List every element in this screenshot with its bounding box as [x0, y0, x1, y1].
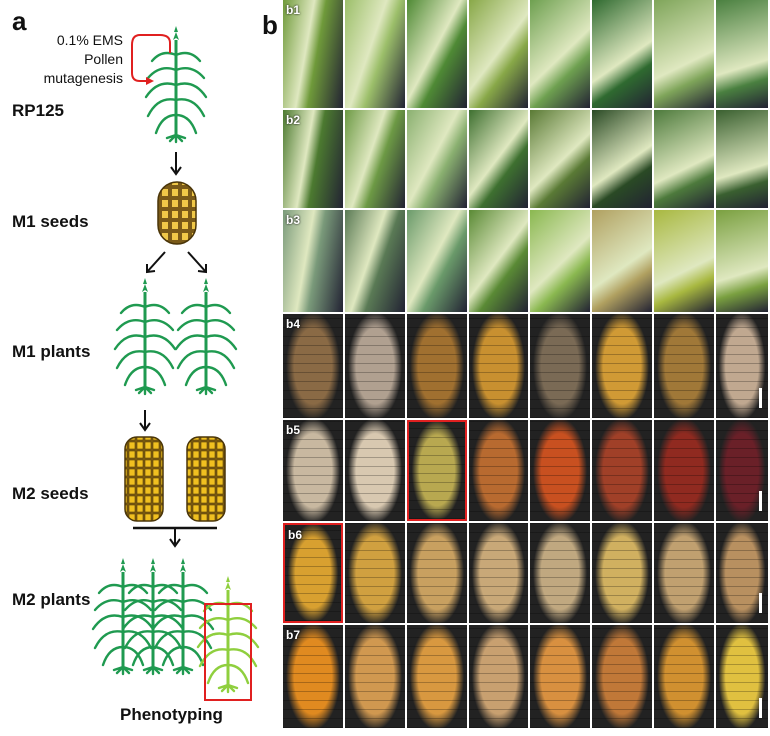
leaf-phenotype-photo	[716, 110, 768, 208]
row-label: b2	[286, 113, 301, 127]
leaf-phenotype-photo	[345, 0, 405, 108]
ear-phenotype-photo: b4	[283, 314, 343, 418]
ear-phenotype-photo	[345, 625, 405, 728]
ear-phenotype-photo	[716, 420, 768, 521]
m1-plant-icon	[174, 276, 238, 396]
m1-seed-icon	[157, 181, 197, 245]
ear-phenotype-photo	[407, 420, 467, 521]
ear-phenotype-photo	[469, 420, 528, 521]
leaf-phenotype-photo: b2	[283, 110, 343, 208]
leaf-phenotype-photo	[407, 110, 467, 208]
ear-phenotype-photo	[654, 420, 714, 521]
leaf-phenotype-photo	[592, 110, 652, 208]
scale-bar	[759, 491, 762, 511]
ear-phenotype-photo	[716, 314, 768, 418]
mutagenesis-arrow-icon	[131, 34, 148, 82]
row-label: b1	[286, 3, 301, 17]
phenotyping-label: Phenotyping	[120, 705, 223, 724]
leaf-phenotype-photo	[716, 0, 768, 108]
leaf-phenotype-photo	[530, 110, 590, 208]
m2-seed-icon	[186, 436, 226, 522]
row-label: b6	[288, 528, 303, 542]
leaf-phenotype-photo	[530, 210, 590, 312]
row-label: b5	[286, 423, 301, 437]
rp125-plant-icon	[144, 24, 208, 144]
ear-phenotype-photo	[592, 625, 652, 728]
leaf-phenotype-photo	[469, 0, 528, 108]
stage-label: M1 seeds	[12, 212, 89, 231]
ear-phenotype-photo: b5	[283, 420, 343, 521]
panel-a-label: a	[12, 6, 27, 36]
panel-b-label: b	[262, 10, 278, 40]
m1-plant-icon	[113, 276, 177, 396]
ear-phenotype-photo	[654, 625, 714, 728]
ear-phenotype-photo	[530, 314, 590, 418]
ear-phenotype-photo	[469, 625, 528, 728]
ear-phenotype-photo	[407, 314, 467, 418]
stage-label: M2 plants	[12, 590, 91, 609]
leaf-phenotype-photo	[345, 110, 405, 208]
phenotype-photo-grid: b1 b2 b3 b4 b5 b6 b7	[283, 0, 770, 730]
treatment-line: 0.1% EMS	[56, 32, 123, 48]
ear-phenotype-photo	[654, 314, 714, 418]
ear-phenotype-photo	[407, 523, 467, 623]
pipeline-diagram	[91, 24, 260, 701]
ear-phenotype-photo	[530, 625, 590, 728]
stage-label: M1 plants	[12, 342, 91, 361]
ear-phenotype-photo	[716, 625, 768, 728]
scale-bar	[759, 593, 762, 613]
leaf-phenotype-photo	[345, 210, 405, 312]
ear-phenotype-photo: b7	[283, 625, 343, 728]
row-label: b4	[286, 317, 301, 331]
ear-phenotype-photo	[469, 314, 528, 418]
treatment-line: mutagenesis	[43, 70, 123, 86]
stage-label: RP125	[12, 101, 64, 120]
selected-mutant-box	[204, 603, 252, 701]
ear-phenotype-photo	[530, 420, 590, 521]
ear-phenotype-photo: b6	[283, 523, 343, 623]
leaf-phenotype-photo	[716, 210, 768, 312]
scale-bar	[759, 388, 762, 408]
scale-bar	[759, 698, 762, 718]
leaf-phenotype-photo	[469, 110, 528, 208]
ear-phenotype-photo	[407, 625, 467, 728]
row-label: b7	[286, 628, 301, 642]
leaf-phenotype-photo	[530, 0, 590, 108]
ear-phenotype-photo	[345, 523, 405, 623]
ear-phenotype-photo	[654, 523, 714, 623]
row-label: b3	[286, 213, 301, 227]
leaf-phenotype-photo	[469, 210, 528, 312]
treatment-line: Pollen	[84, 51, 123, 67]
m2-seed-icon	[124, 436, 164, 522]
stage-label: M2 seeds	[12, 484, 89, 503]
ear-phenotype-photo	[592, 314, 652, 418]
ear-phenotype-photo	[469, 523, 528, 623]
ear-phenotype-photo	[530, 523, 590, 623]
leaf-phenotype-photo: b1	[283, 0, 343, 108]
ear-phenotype-photo	[345, 420, 405, 521]
leaf-phenotype-photo	[592, 0, 652, 108]
leaf-phenotype-photo	[407, 0, 467, 108]
leaf-phenotype-photo	[407, 210, 467, 312]
leaf-phenotype-photo	[654, 0, 714, 108]
leaf-phenotype-photo	[592, 210, 652, 312]
ear-phenotype-photo	[592, 523, 652, 623]
ear-phenotype-photo	[345, 314, 405, 418]
leaf-phenotype-photo	[654, 210, 714, 312]
leaf-phenotype-photo: b3	[283, 210, 343, 312]
leaf-phenotype-photo	[654, 110, 714, 208]
ear-phenotype-photo	[716, 523, 768, 623]
treatment-text: 0.1% EMS Pollen mutagenesis	[44, 31, 123, 88]
ear-phenotype-photo	[592, 420, 652, 521]
